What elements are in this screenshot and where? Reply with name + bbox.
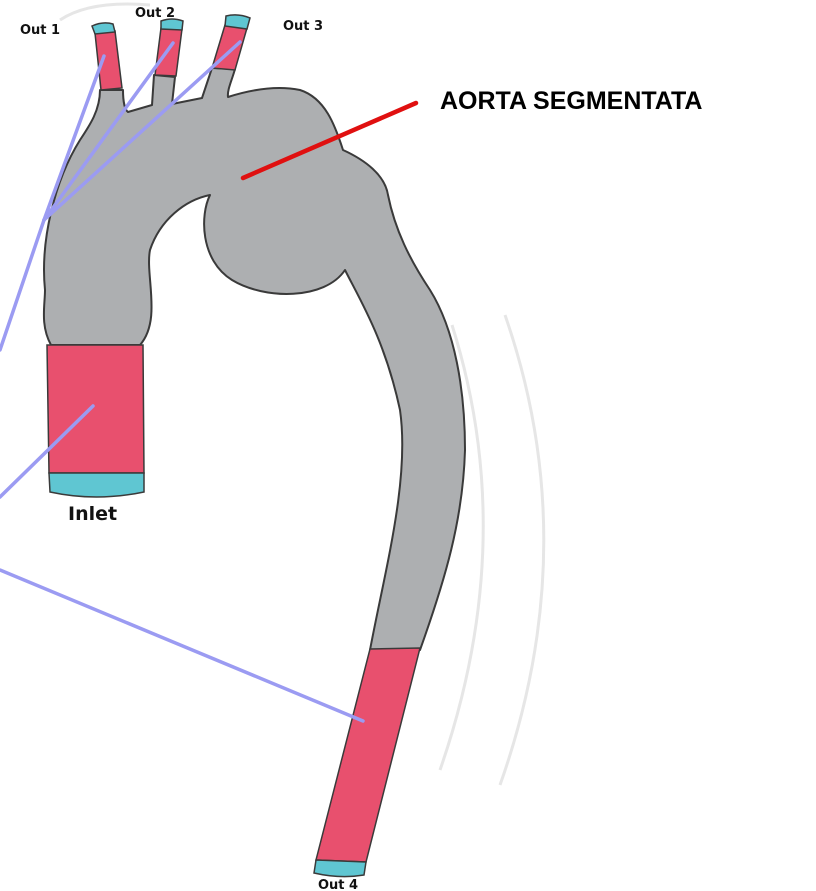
inlet-red-section <box>47 345 144 473</box>
label-out2: Out 2 <box>135 6 175 21</box>
out4-cap <box>314 860 366 877</box>
inlet-segment <box>47 345 144 497</box>
out4-segment <box>314 648 420 877</box>
label-aorta-segmentata: AORTA SEGMENTATA <box>440 87 702 115</box>
label-inlet: Inlet <box>68 503 117 525</box>
out4-red-section <box>316 648 420 862</box>
label-out4: Out 4 <box>318 878 358 891</box>
out1-cap <box>92 23 115 34</box>
label-out1: Out 1 <box>20 23 60 38</box>
watermark-arc-outer <box>500 315 544 785</box>
out3-cap <box>225 15 250 29</box>
out1-red-section <box>95 31 122 90</box>
leader-line-trunk <box>0 220 44 350</box>
label-out3: Out 3 <box>283 19 323 34</box>
inlet-cap <box>49 473 144 497</box>
leader-line-out4 <box>0 570 363 721</box>
